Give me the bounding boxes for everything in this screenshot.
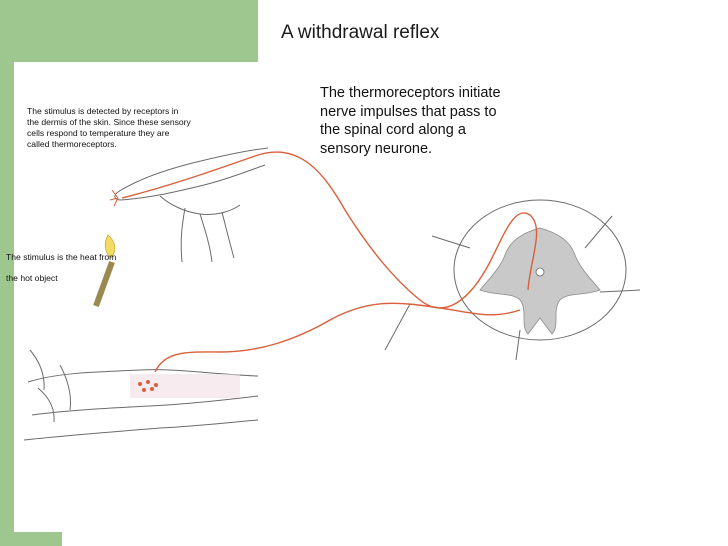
motor-end-plates xyxy=(138,380,158,392)
flame-icon xyxy=(104,234,116,259)
diagram-panel xyxy=(14,62,258,532)
sensory-neurone xyxy=(121,151,538,309)
stimulus-heat-note: The stimulus is the heat from the hot ob… xyxy=(6,252,117,283)
candle-illustration xyxy=(93,234,116,308)
spinal-cord-section xyxy=(453,199,627,341)
thermoreceptor-note: The stimulus is detected by receptors in… xyxy=(27,106,191,149)
sensory-neurone-text: The thermoreceptors initiate nerve impul… xyxy=(320,85,501,157)
slide-title: A withdrawal reflex xyxy=(281,22,440,43)
content-area xyxy=(258,0,728,546)
thermoreceptor-ending xyxy=(109,189,119,207)
hand-illustration xyxy=(114,147,269,263)
motor-neurone xyxy=(154,302,521,373)
label-pointers xyxy=(384,215,641,361)
arm-illustration xyxy=(23,349,259,441)
muscle-region xyxy=(130,374,240,398)
green-top-band xyxy=(0,0,258,62)
